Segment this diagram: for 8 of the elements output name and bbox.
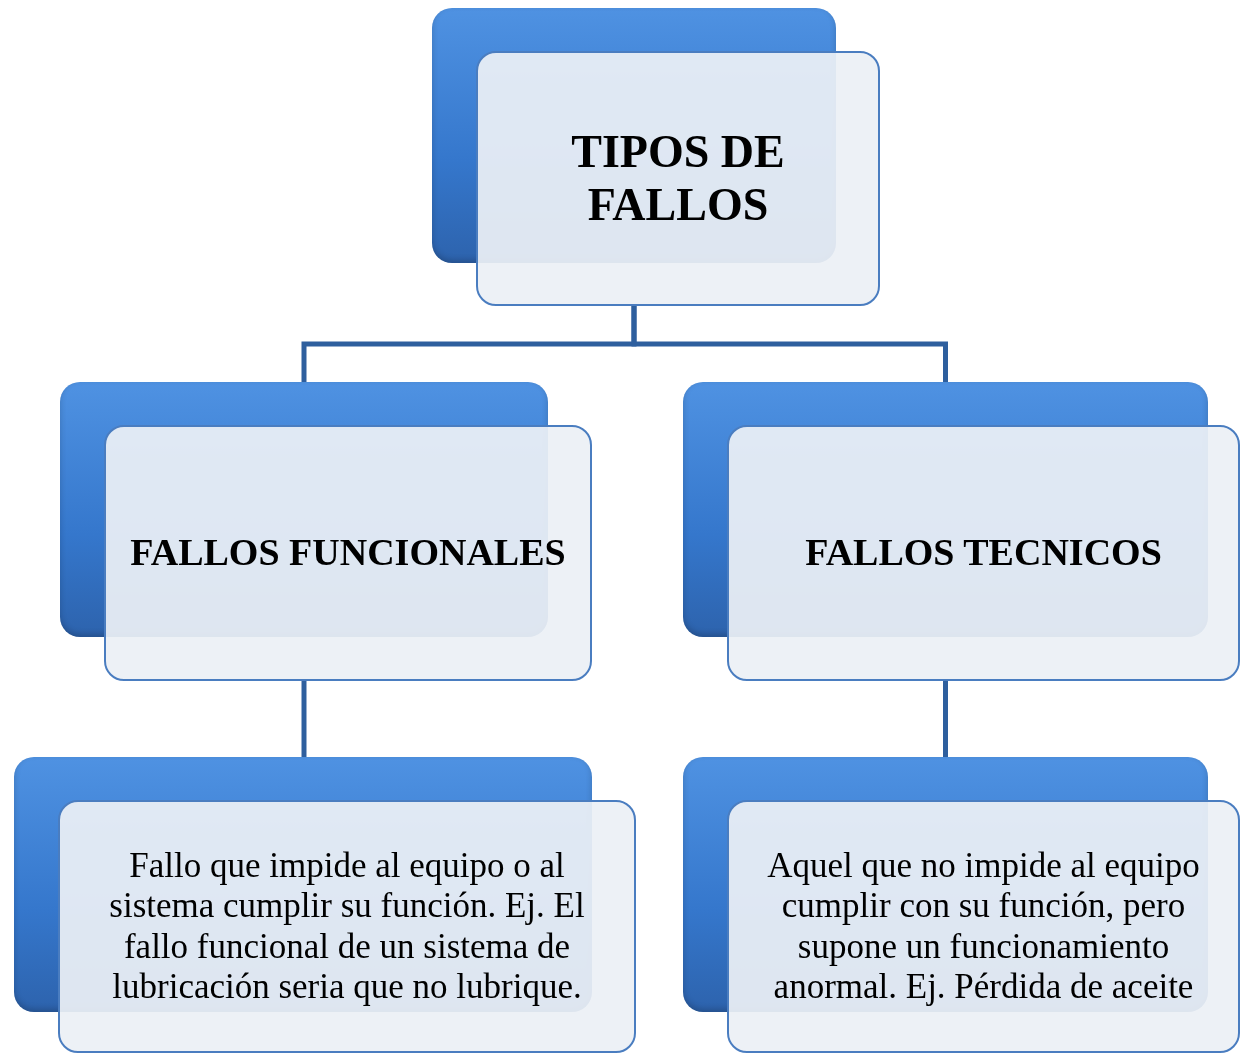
description-text: Aquel que no impide al equipo cumplir con su función, pero supone un funcionamiento anormal. Ej. Pérdida de aceite [766,846,1201,1007]
heading-text: TIPOS DE FALLOS [570,125,786,232]
connector-line [943,681,948,757]
description-text: Fallo que impide al equipo o al sistema cumplir su función. Ej. El fallo funcional de un sistema de lubricación seria que no lubrique. [108,846,586,1007]
heading-text: FALLOS FUNCIONALES [130,531,566,575]
connector-line [301,681,307,757]
connector-line [631,306,948,382]
heading-text: FALLOS TECNICOS [805,531,1162,575]
